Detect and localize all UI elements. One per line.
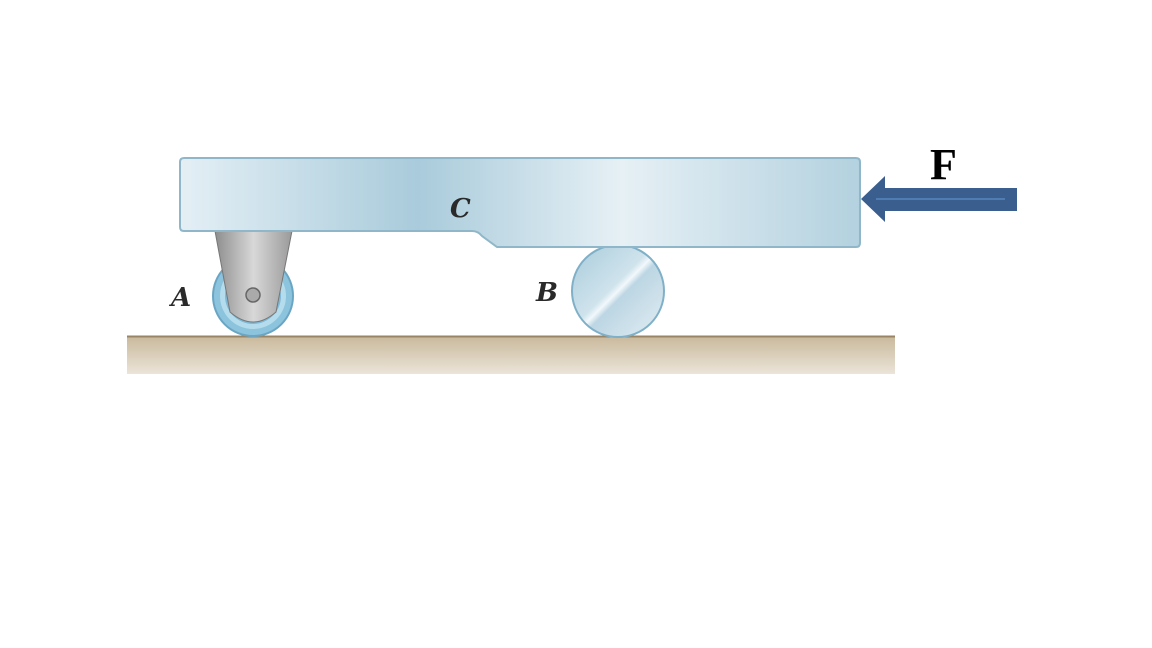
label-c: C: [450, 194, 471, 224]
caster-wheel-a: [212, 230, 294, 337]
roller-b: [571, 244, 665, 338]
label-b: B: [535, 278, 558, 308]
label-f: F: [930, 140, 957, 189]
label-a: A: [168, 283, 191, 313]
force-arrow: [861, 176, 1017, 222]
ground: [127, 335, 895, 374]
platform-c: [179, 157, 861, 248]
